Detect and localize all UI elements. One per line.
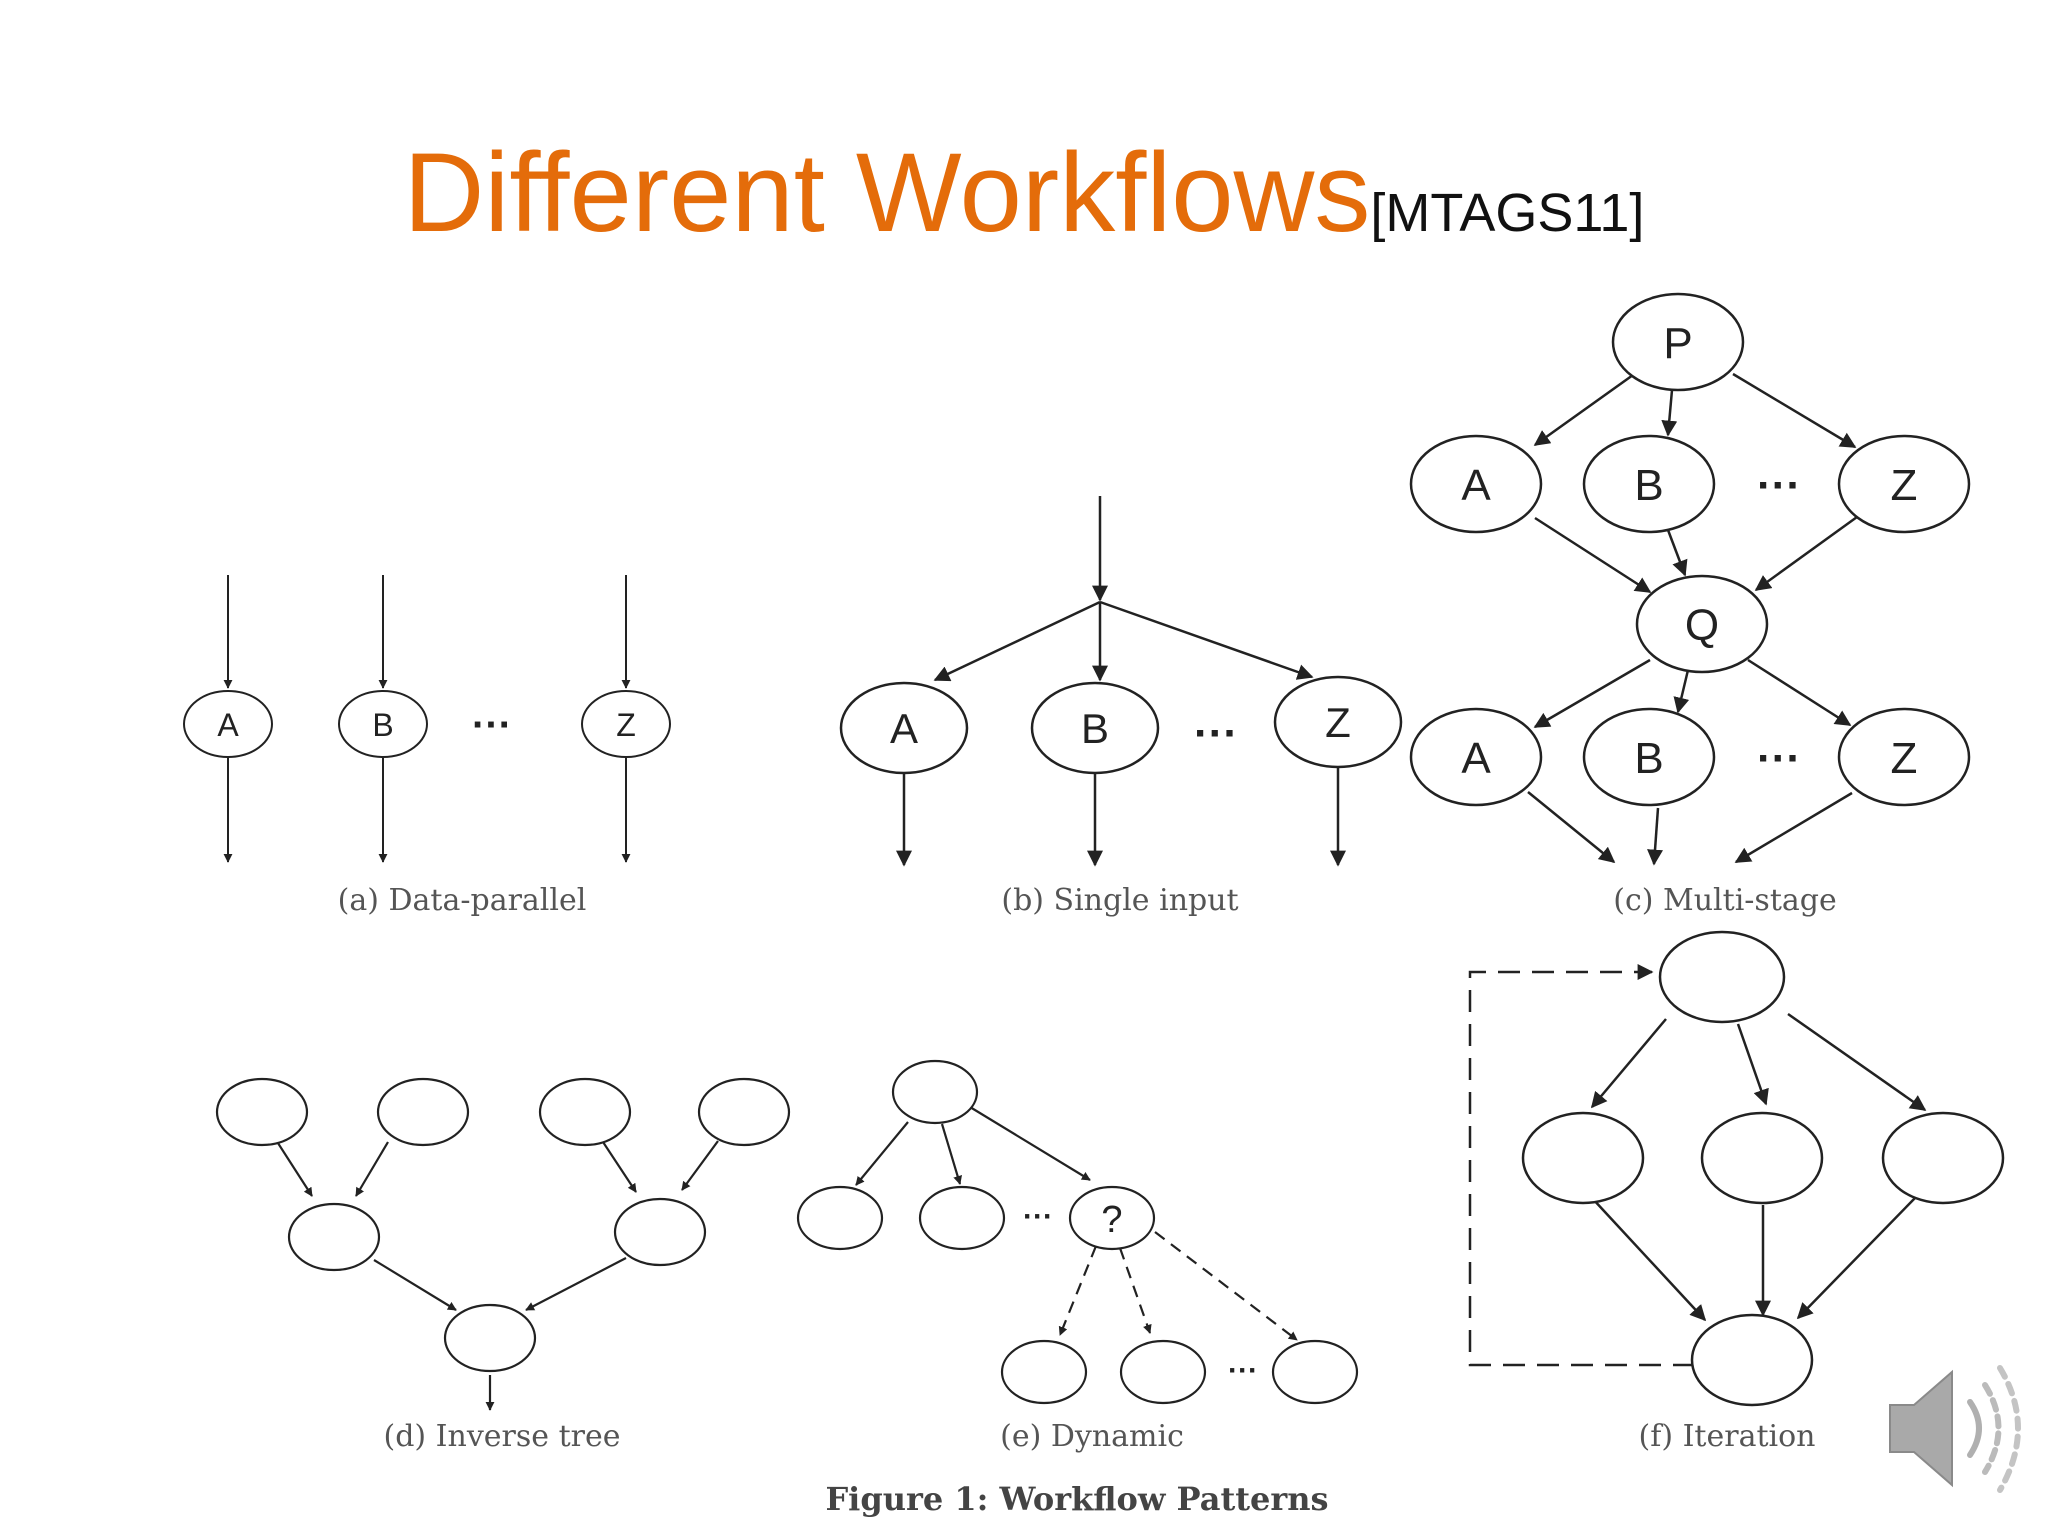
leaf-node <box>697 1077 791 1147</box>
node-z <box>581 690 671 758</box>
node-label: A <box>890 705 918 752</box>
node-b <box>338 690 428 758</box>
panel-inverse-tree <box>215 1077 791 1411</box>
speaker-icon[interactable] <box>1889 1365 2021 1493</box>
node-label: Z <box>1325 699 1351 746</box>
node-b <box>1582 434 1716 534</box>
root-node <box>443 1303 537 1373</box>
node-label: Z <box>616 707 636 743</box>
panel-data-parallel <box>183 575 671 863</box>
node-label: B <box>1081 705 1109 752</box>
node-label: A <box>217 707 239 743</box>
panel-caption: (d) Inverse tree <box>384 1419 621 1454</box>
panel-dynamic <box>796 1059 1359 1405</box>
slide-title: Different Workflows[MTAGS11] <box>0 128 2048 257</box>
panel-iteration <box>1468 930 2005 1407</box>
title-text: Different Workflows <box>403 130 1371 255</box>
node-z <box>1837 707 1971 807</box>
node-label: A <box>1461 734 1491 783</box>
start-node <box>1658 930 1786 1024</box>
panel-single-input <box>839 496 1403 867</box>
node-z <box>1273 675 1403 769</box>
panel-caption: (b) Single input <box>1001 883 1238 918</box>
node-label: Z <box>1891 734 1918 783</box>
node-z <box>1837 434 1971 534</box>
ellipsis: ··· <box>1023 1200 1053 1233</box>
node-a <box>1409 434 1543 534</box>
child-node <box>918 1185 1006 1251</box>
panel-caption: (a) Data-parallel <box>338 883 587 918</box>
leaf-node <box>215 1077 309 1147</box>
leaf-node <box>376 1077 470 1147</box>
ellipsis: ··· <box>1757 734 1801 783</box>
leaf-node <box>538 1077 632 1147</box>
ellipsis: ··· <box>472 703 512 747</box>
node-label: B <box>1634 461 1663 510</box>
dynamic-node <box>1000 1339 1088 1405</box>
branch-node <box>1700 1111 1824 1205</box>
node-label: A <box>1461 461 1491 510</box>
end-node <box>1690 1313 1814 1407</box>
node-label: ? <box>1101 1199 1122 1241</box>
node-a <box>183 690 273 758</box>
ellipsis: ··· <box>1194 709 1238 758</box>
dynamic-node <box>1271 1339 1359 1405</box>
panel-caption: (c) Multi-stage <box>1613 883 1836 918</box>
figure-caption: Figure 1: Workflow Patterns <box>825 1480 1328 1518</box>
node-b <box>1582 707 1716 807</box>
internal-node <box>287 1202 381 1272</box>
node-label: Z <box>1891 461 1918 510</box>
panel-multi-stage <box>1409 292 1971 866</box>
dynamic-node <box>1119 1339 1207 1405</box>
node-label: P <box>1663 319 1692 368</box>
source-node <box>891 1059 979 1125</box>
node-b <box>1030 681 1160 775</box>
child-node <box>796 1185 884 1251</box>
node-label: B <box>1634 734 1663 783</box>
node-label: Q <box>1685 601 1719 650</box>
ellipsis: ··· <box>1228 1354 1258 1387</box>
node-q <box>1635 574 1769 674</box>
ellipsis: ··· <box>1757 461 1801 510</box>
branch-node <box>1881 1111 2005 1205</box>
node-a <box>839 681 969 775</box>
node-a <box>1409 707 1543 807</box>
unknown-node <box>1068 1185 1156 1251</box>
internal-node <box>613 1197 707 1267</box>
node-p <box>1611 292 1745 392</box>
node-label: B <box>372 707 393 743</box>
panel-caption: (e) Dynamic <box>1000 1419 1184 1454</box>
panel-caption: (f) Iteration <box>1639 1419 1816 1454</box>
title-reference: [MTAGS11] <box>1370 183 1645 243</box>
branch-node <box>1521 1111 1645 1205</box>
